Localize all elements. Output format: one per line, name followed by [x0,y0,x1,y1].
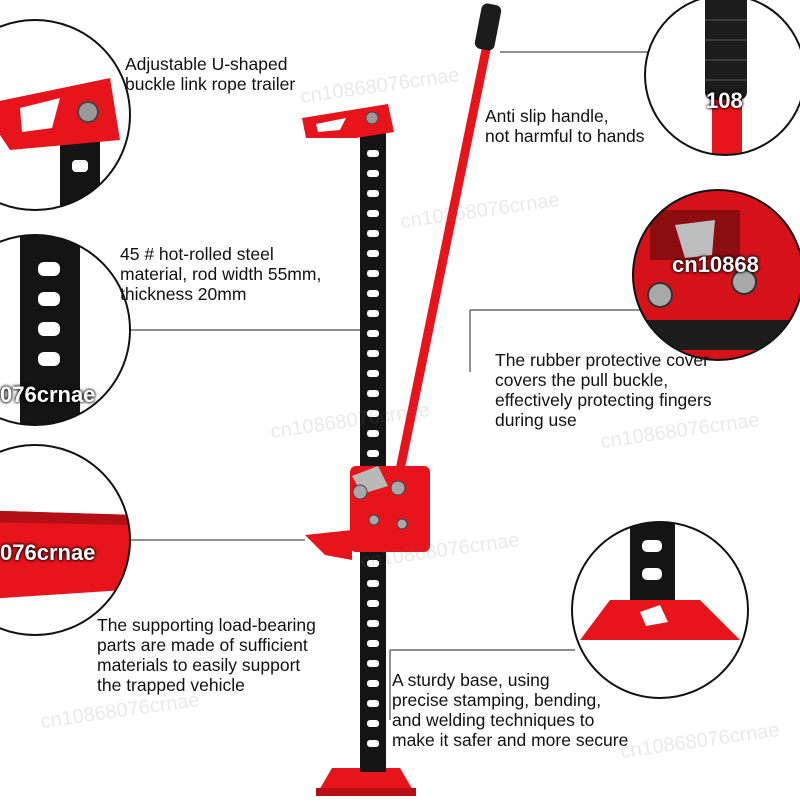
caption-rope-trailer: Adjustable U-shaped buckle link rope tra… [125,54,296,94]
mechanism-callout-label: cn10868 [672,252,759,277]
caption-base: A sturdy base, using precise stamping, b… [392,670,629,750]
jack-base [316,768,416,796]
caption-steel: 45 # hot-rolled steel material, rod widt… [120,244,322,304]
detail-circle-load [0,444,131,636]
detail-circle-mechanism [632,189,800,361]
load-callout-label: 076crnae [0,540,96,565]
detail-circle-steel [0,234,131,426]
handle-callout-label: 108 [706,88,743,113]
caption-load-bearing: The supporting load-bearing parts are ma… [97,615,316,695]
detail-circle-buckle [0,19,131,211]
steel-bar [360,132,386,772]
jack-handle [395,3,502,475]
top-clamp [302,104,394,138]
detail-circle-handle [644,0,800,156]
steel-callout-label: 076crnae [0,382,96,407]
lifting-mechanism [305,466,430,560]
caption-handle: Anti slip handle, not harmful to hands [485,106,645,146]
leader-lines [128,51,648,720]
caption-cover: The rubber protective cover covers the p… [495,350,712,430]
detail-circle-base [571,521,749,699]
